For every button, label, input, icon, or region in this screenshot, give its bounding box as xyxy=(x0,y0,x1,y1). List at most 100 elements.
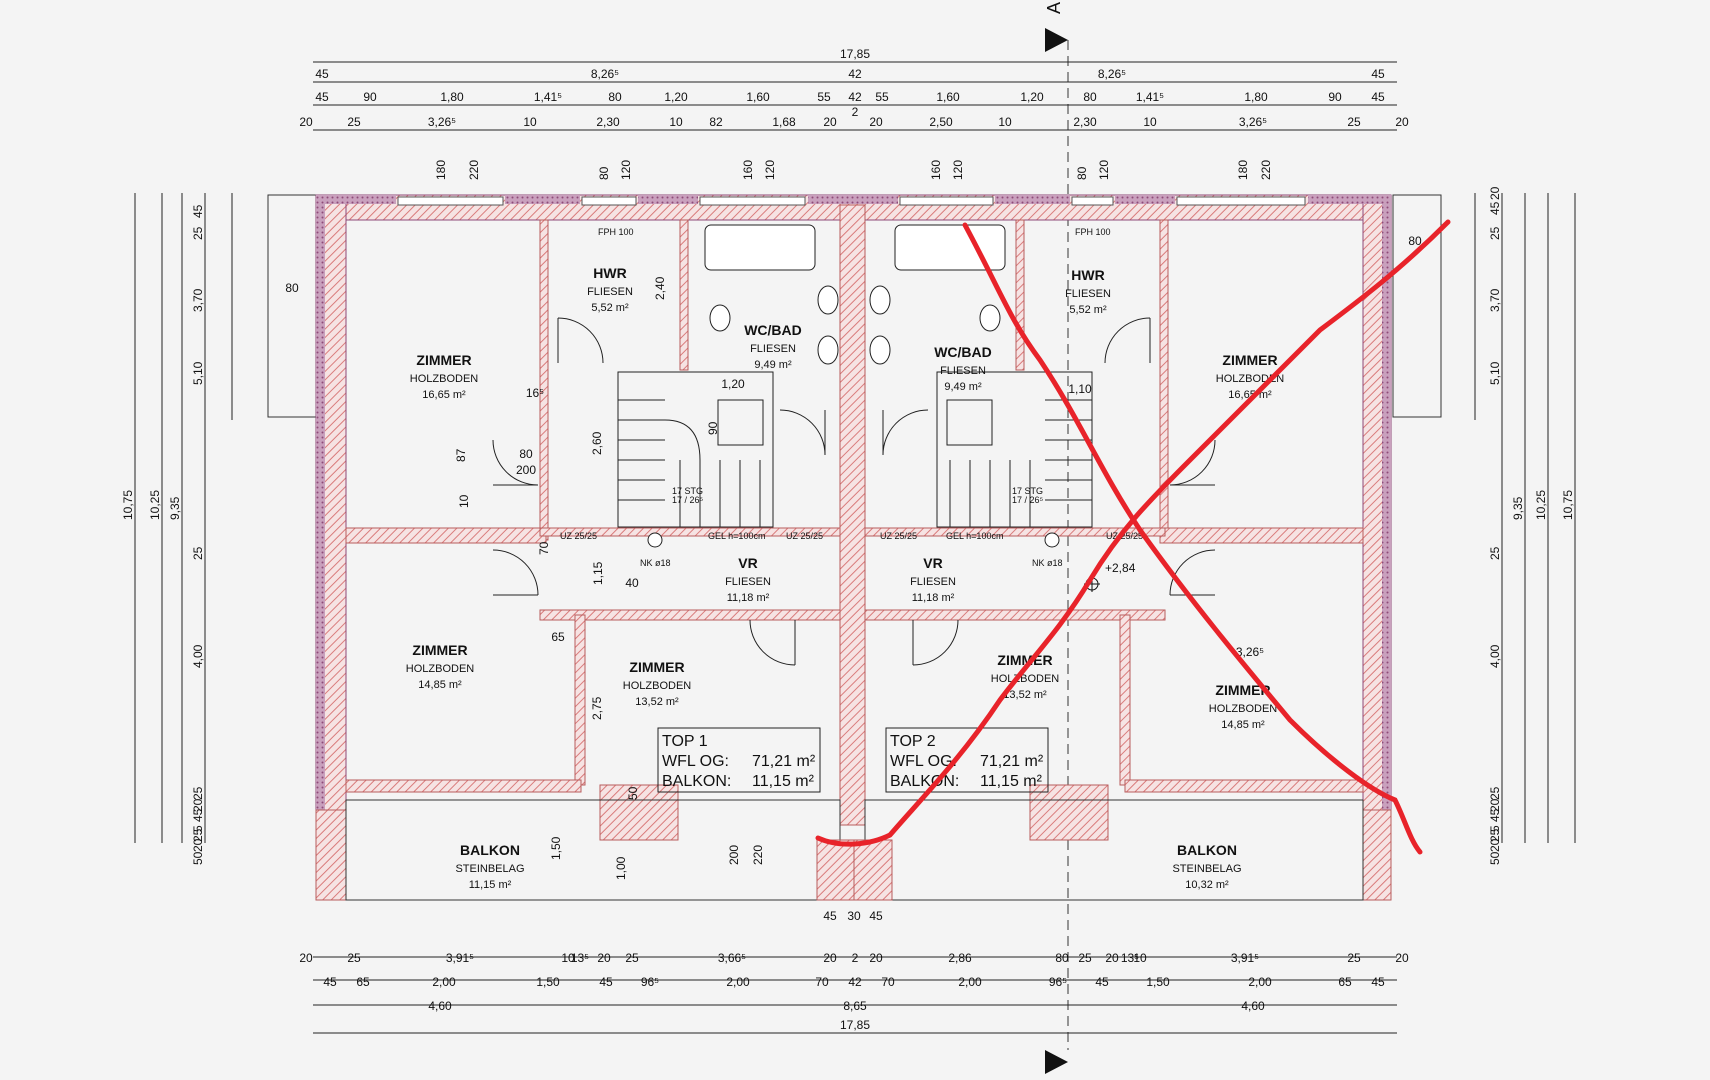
dim-right-inner: 25 xyxy=(1488,828,1502,842)
room-area: 5,52 m² xyxy=(591,302,629,314)
dim-row2-bottom: 1,50 xyxy=(536,975,560,989)
dim-row1-bottom: 20 xyxy=(299,951,313,965)
dim-row4-top: 1,68 xyxy=(772,115,796,129)
stg-label-left: 17 STG xyxy=(672,486,703,496)
dim-row3-top: 1,60 xyxy=(746,90,770,104)
dim-row4-top: 10 xyxy=(1143,115,1157,129)
balcony-floor-left xyxy=(345,799,841,901)
interior-dim: 200 xyxy=(727,845,741,865)
dim-right-outer: 10,25 xyxy=(1534,490,1548,520)
interior-dim: 220 xyxy=(751,845,765,865)
dim-row2-bottom: 96⁵ xyxy=(1049,975,1067,989)
dim-right-inner: 25 xyxy=(1488,546,1502,560)
dim-left-outer: 10,75 xyxy=(121,490,135,520)
dim-left-inner: 25 xyxy=(191,828,205,842)
dim-row1-bottom: 25 xyxy=(1347,951,1361,965)
dim-row1-bottom: 10 xyxy=(1133,951,1147,965)
dim-right-inner: 25 xyxy=(1488,786,1502,800)
dim-row3-top: 90 xyxy=(1328,90,1342,104)
stg-label-right: 17 STG xyxy=(1012,486,1043,496)
dim-row1-bottom: 20 xyxy=(1395,951,1409,965)
dim-row4-top: 25 xyxy=(1347,115,1361,129)
stg-sub-right: 17 / 26⁵ xyxy=(1012,495,1044,505)
room-floor: HOLZBODEN xyxy=(991,673,1060,685)
room-area: 11,18 m² xyxy=(727,592,770,604)
room-name: BALKON xyxy=(460,842,520,858)
top1-wfl-label: WFL OG: xyxy=(662,753,729,770)
room-floor: FLIESEN xyxy=(587,286,633,298)
level-label: +2,84 xyxy=(1105,561,1136,575)
top1-balkon-label: BALKON: xyxy=(662,773,731,790)
top1-balkon-value: 11,15 m² xyxy=(752,773,815,790)
dim-row2-bottom: 70 xyxy=(881,975,895,989)
room-floor: HOLZBODEN xyxy=(406,663,475,675)
room-floor: FLIESEN xyxy=(725,576,771,588)
interior-dim: 65 xyxy=(551,630,565,644)
top2-balkon-label: BALKON: xyxy=(890,773,959,790)
balcony-right-outline xyxy=(1392,194,1442,418)
room-floor: HOLZBODEN xyxy=(410,373,479,385)
dim-row3-top: 1,41⁵ xyxy=(1136,90,1164,104)
room-name: ZIMMER xyxy=(1215,682,1270,698)
dim-row2-bottom: 45 xyxy=(1095,975,1109,989)
dim-left-inner: 5,10 xyxy=(191,361,205,385)
dim-row4-top: 10 xyxy=(998,115,1012,129)
dim-left-inner: 50 xyxy=(191,851,205,865)
room-floor: STEINBELAG xyxy=(455,863,524,875)
dim-right-inner: 45 xyxy=(1488,201,1502,215)
dim-row3-bottom: 4,60 xyxy=(428,999,452,1013)
balcony-depth-left: 80 xyxy=(285,281,299,295)
dim-row1-bottom: 3,91⁵ xyxy=(1231,951,1259,965)
stair-dim: 45 xyxy=(869,909,883,923)
dim-row1-bottom: 2 xyxy=(852,951,859,965)
dim-row3-top: 55 xyxy=(875,90,889,104)
fph-label-right: FPH 100 xyxy=(1075,227,1111,237)
dim-row3-top: 55 xyxy=(817,90,831,104)
dim-row2-bottom: 45 xyxy=(323,975,337,989)
interior-dim: 1,10 xyxy=(1068,382,1092,396)
window-dim: 180 xyxy=(1236,160,1250,180)
interior-dim: 2,40 xyxy=(653,276,667,300)
dim-row1-bottom: 20 xyxy=(823,951,837,965)
dim-row4-top: 20 xyxy=(823,115,837,129)
bathroom-fixtures xyxy=(647,224,1060,548)
room-area: 10,32 m² xyxy=(1185,879,1229,891)
top2-title: TOP 2 xyxy=(890,733,936,750)
dim-row2-top: 45 xyxy=(315,67,329,81)
room-name: ZIMMER xyxy=(416,352,471,368)
dim-right-inner: 4,00 xyxy=(1488,644,1502,668)
dim-row3-top: 80 xyxy=(1083,90,1097,104)
stg-sub-left: 17 / 26⁵ xyxy=(672,495,704,505)
dim-left-outer: 10,25 xyxy=(148,490,162,520)
dim-row3-top: 1,80 xyxy=(440,90,464,104)
dim-row1-bottom: 2,86 xyxy=(948,951,972,965)
dim-row4-top: 20 xyxy=(1395,115,1409,129)
dim-row2-bottom: 2,00 xyxy=(1248,975,1272,989)
dim-row3-top: 1,41⁵ xyxy=(534,90,562,104)
dim-row4-top: 2,30 xyxy=(1073,115,1097,129)
interior-dim: 200 xyxy=(516,463,536,477)
dim-row1-bottom: 3,66⁵ xyxy=(718,951,746,965)
dim-left-inner: 25 xyxy=(191,546,205,560)
dim-row2-bottom: 1,50 xyxy=(1146,975,1170,989)
dim-right-inner: 20 xyxy=(1488,838,1502,852)
dim-row2-top: 8,26⁵ xyxy=(591,67,619,81)
interior-dim: 40 xyxy=(625,576,639,590)
dim-row3-bottom: 4,60 xyxy=(1241,999,1265,1013)
interior-dim: 90 xyxy=(706,421,720,435)
fph-label-left: FPH 100 xyxy=(598,227,634,237)
dim-row3-mid: 2 xyxy=(852,105,859,119)
room-name: VR xyxy=(923,555,942,571)
section-letter: A xyxy=(1044,2,1064,14)
dim-row1-bottom: 25 xyxy=(347,951,361,965)
balcony-left-outline xyxy=(267,194,317,418)
side-dimension-chains xyxy=(134,193,1576,843)
window-dim: 180 xyxy=(434,160,448,180)
uz-label-3: UZ 25/25 xyxy=(880,531,917,541)
dim-left-inner: 4,00 xyxy=(191,644,205,668)
interior-dim: 2,60 xyxy=(590,431,604,455)
stair-dim: 30 xyxy=(847,909,861,923)
